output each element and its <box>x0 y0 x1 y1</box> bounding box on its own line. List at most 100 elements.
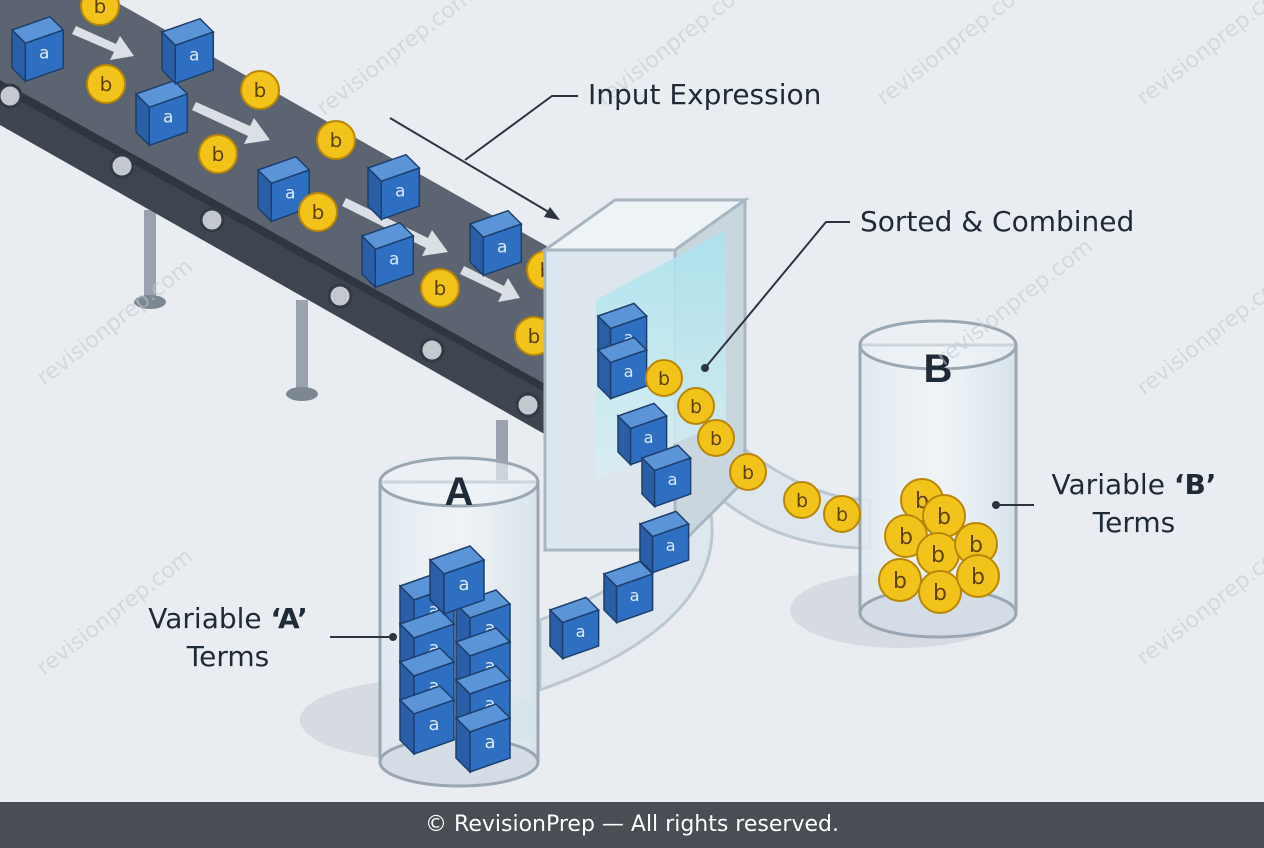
term-a-cube: a <box>10 15 65 84</box>
term-b-coin: b <box>954 522 998 566</box>
term-a-letter: a <box>624 328 634 347</box>
leader-lines <box>330 95 1034 638</box>
term-a-cube: a <box>428 545 486 616</box>
term-a-letter: a <box>39 44 49 64</box>
term-b-coin: b <box>783 481 821 519</box>
conveyor-edge <box>0 80 568 405</box>
leader-dot <box>389 633 397 641</box>
conveyor-roller <box>0 83 23 109</box>
term-a-letter: a <box>395 182 405 202</box>
term-a-letter: a <box>484 618 495 639</box>
term-b-letter: b <box>969 533 983 558</box>
term-a-cube: a <box>134 79 189 148</box>
term-b-letter: b <box>971 565 985 590</box>
term-a-letter: a <box>497 238 507 258</box>
term-b-coin: b <box>918 570 962 614</box>
leader-input <box>464 95 578 161</box>
label-variable-a: Variable ‘A’ Terms <box>128 600 328 676</box>
term-b-letter: b <box>836 504 848 526</box>
term-a-letter: a <box>428 638 439 659</box>
term-a-letter: a <box>666 536 676 555</box>
term-b-letter: b <box>931 543 945 568</box>
term-a-letter: a <box>428 600 439 621</box>
term-b-coin: b <box>316 120 356 160</box>
term-b-coin: b <box>697 419 735 457</box>
term-b-letter: b <box>528 324 541 348</box>
label-variable-a-prefix: Variable <box>148 602 271 635</box>
term-a-letter: a <box>285 184 295 204</box>
term-a-cube: a <box>160 17 215 86</box>
copyright-footer: © RevisionPrep — All rights reserved. <box>0 802 1264 848</box>
term-a-cube: a <box>454 703 512 774</box>
term-a-cube: a <box>366 153 421 222</box>
term-a-cube: a <box>548 596 600 661</box>
leader-dot <box>701 364 709 372</box>
label-variable-b-prefix: Variable <box>1051 468 1174 501</box>
term-b-coin: b <box>884 514 928 558</box>
label-variable-b-terms: Terms <box>1092 506 1176 539</box>
term-b-coin: b <box>677 387 715 425</box>
term-b-coin: b <box>922 494 966 538</box>
term-b-coin: b <box>86 64 126 104</box>
term-b-coin: b <box>80 0 120 26</box>
term-b-coin: b <box>240 70 280 110</box>
term-b-letter: b <box>100 72 113 96</box>
term-b-letter: b <box>933 581 947 606</box>
term-a-letter: a <box>389 250 399 270</box>
label-variable-a-terms: Terms <box>186 640 270 673</box>
term-b-letter: b <box>434 276 447 300</box>
input-flow-arrow <box>389 117 553 215</box>
label-variable-b: Variable ‘B’ Terms <box>1034 466 1234 542</box>
leader-sorted <box>704 221 850 369</box>
conveyor-roller <box>109 153 135 179</box>
term-a-letter: a <box>484 694 495 715</box>
term-b-letter: b <box>254 78 267 102</box>
label-variable-b-name: ‘B’ <box>1173 468 1217 501</box>
term-a-letter: a <box>484 656 495 677</box>
term-a-cube: a <box>398 685 456 756</box>
term-a-letter: a <box>668 470 678 489</box>
term-a-letter: a <box>163 108 173 128</box>
conveyor-roller <box>515 392 541 418</box>
term-b-letter: b <box>796 490 808 512</box>
motion-arrow <box>192 102 270 144</box>
input-flow-arrowhead <box>544 207 560 220</box>
term-a-cube: a <box>468 209 523 278</box>
term-a-letter: a <box>484 732 495 753</box>
term-b-letter: b <box>658 368 670 390</box>
container-a-letter: A <box>445 470 474 514</box>
term-a-cube: a <box>602 560 654 625</box>
term-b-letter: b <box>742 462 754 484</box>
term-a-letter: a <box>630 586 640 605</box>
term-b-coin: b <box>823 495 861 533</box>
term-a-letter: a <box>644 428 654 447</box>
term-b-coin: b <box>645 359 683 397</box>
container-b-rim <box>858 319 1018 371</box>
term-a-letter: a <box>189 46 199 66</box>
conveyor-foot <box>134 295 166 309</box>
term-a-letter: a <box>624 362 634 381</box>
term-b-coin: b <box>956 554 1000 598</box>
motion-arrow <box>72 26 134 60</box>
conveyor-leg <box>296 300 308 390</box>
leader-dot <box>992 501 1000 509</box>
term-a-letter: a <box>576 622 586 641</box>
container-b-letter: B <box>924 347 953 391</box>
term-a-cube: a <box>360 221 415 290</box>
conveyor-leg <box>144 210 156 300</box>
term-b-coin: b <box>298 192 338 232</box>
term-b-coin: b <box>916 532 960 576</box>
term-b-letter: b <box>893 569 907 594</box>
conveyor-roller <box>327 283 353 309</box>
term-a-letter: a <box>428 714 439 735</box>
term-a-cube: a <box>596 336 648 401</box>
term-b-letter: b <box>899 525 913 550</box>
term-a-letter: a <box>428 676 439 697</box>
label-variable-a-name: ‘A’ <box>270 602 308 635</box>
label-sorted-combined: Sorted & Combined <box>860 205 1135 238</box>
container-a-rim <box>378 456 540 508</box>
